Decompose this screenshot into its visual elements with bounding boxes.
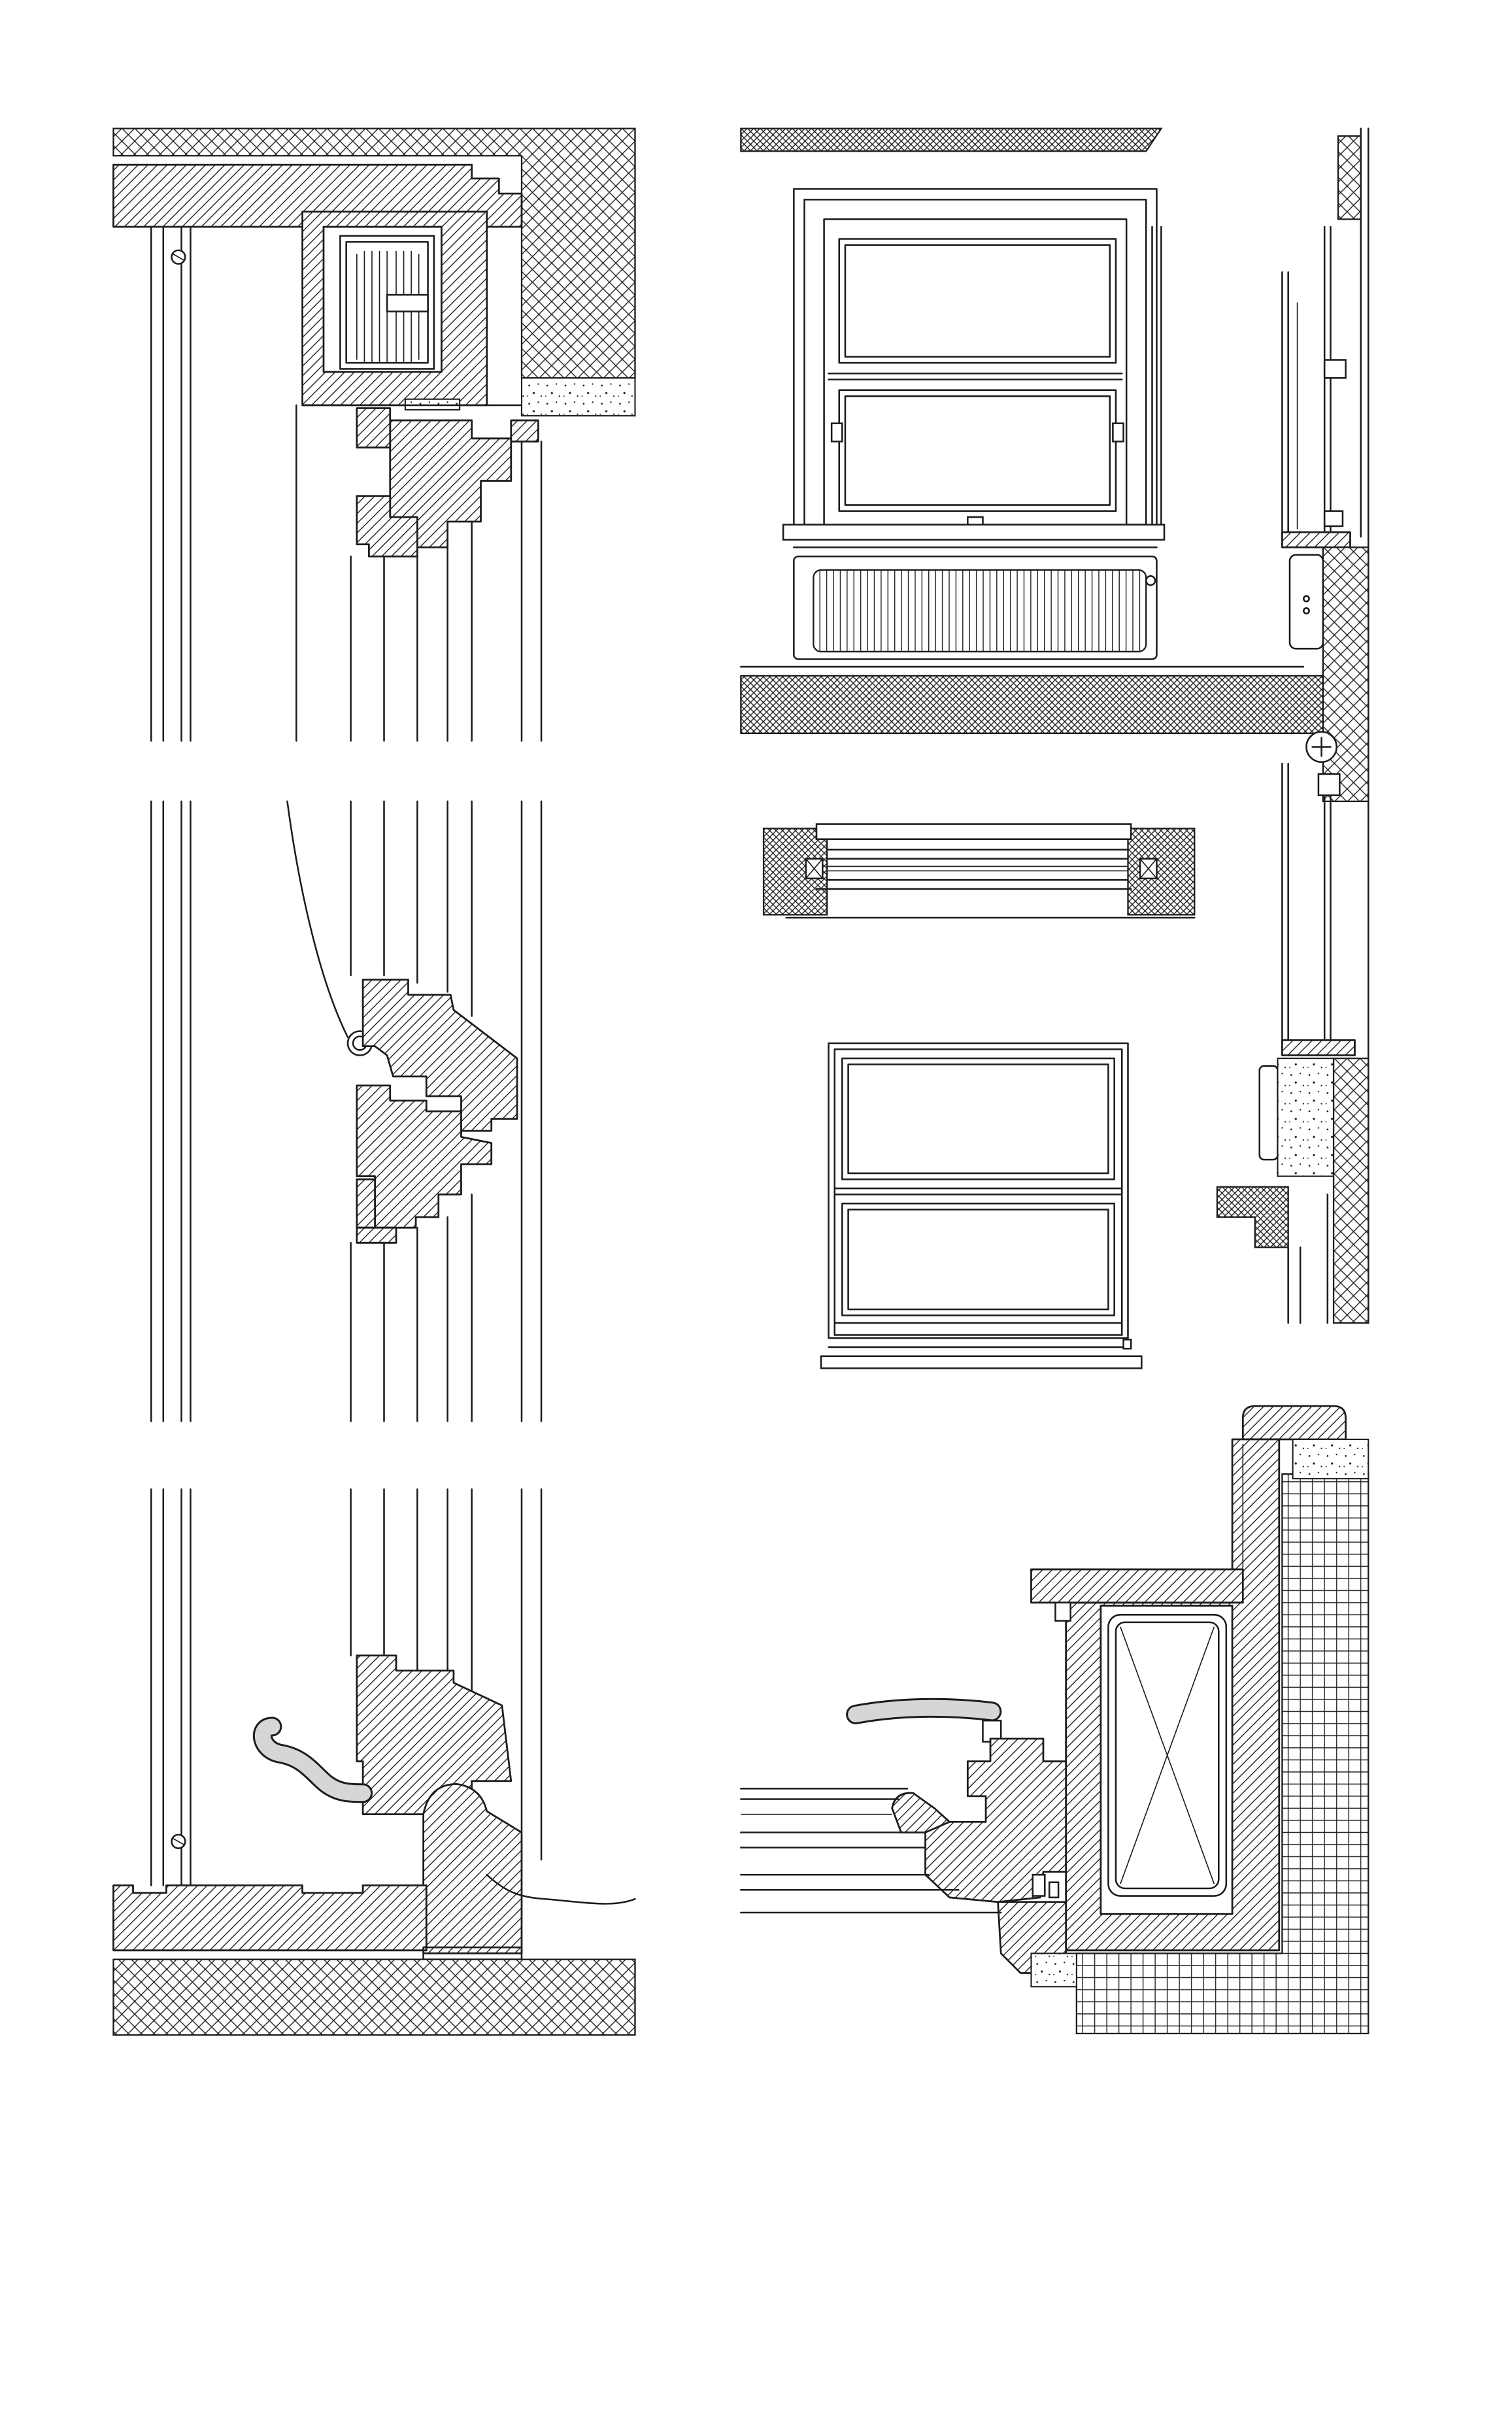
glazing-bead — [891, 1792, 950, 1833]
mortar-patch — [1030, 1952, 1077, 1988]
lower-window-frame-outer — [828, 1042, 1129, 1339]
weight-box-left-icon — [805, 858, 824, 880]
head-board — [1030, 1568, 1244, 1604]
hinge-block — [1032, 1873, 1046, 1897]
plan-wall-right — [1127, 828, 1196, 916]
window-casing-outer — [793, 188, 1158, 530]
pipe-icon — [1305, 731, 1337, 763]
lower-window-bottom-rail — [833, 1322, 1123, 1336]
window-stool — [782, 524, 1166, 541]
radiator-valve-icon — [1145, 575, 1156, 586]
casement-handle-icon — [846, 1698, 1002, 1743]
sash-pulley — [356, 250, 429, 363]
plaster-strip — [520, 377, 636, 417]
sill-slope-line — [486, 1873, 636, 1905]
frame-sash-lift — [1323, 510, 1344, 527]
screw-slot — [173, 1837, 184, 1845]
stool-section — [1281, 531, 1351, 548]
upper-pane-outer — [838, 238, 1117, 364]
plaster-cap — [1292, 1438, 1369, 1480]
lower-window-catch — [1122, 1339, 1132, 1350]
radiator-plug-icon — [1302, 595, 1310, 603]
lower-sash-bottom-rail — [356, 1654, 512, 1816]
handle-body — [848, 1699, 1000, 1723]
section-sill-detail — [112, 1488, 636, 2036]
radiator-plug-icon — [1302, 607, 1310, 614]
wall-masonry-lower — [1332, 1057, 1369, 1324]
weight-box-cross — [1139, 858, 1158, 879]
weather-bar — [422, 1782, 523, 1954]
sash-lift-right — [1112, 422, 1124, 443]
pulley-band — [386, 293, 429, 312]
head-stop-bead — [510, 419, 539, 443]
section-head-detail — [112, 127, 636, 742]
pulley-stile — [301, 210, 488, 407]
window-plan-section — [762, 823, 1196, 919]
frame-head-block — [1317, 773, 1341, 796]
section-meeting-rail-detail — [150, 800, 543, 1422]
window-elevation-lower — [820, 1042, 1143, 1369]
radiator-fins — [813, 569, 1147, 653]
screw-icon — [171, 249, 186, 265]
parting-bead-top — [356, 407, 392, 449]
sash-stile-profile — [924, 1737, 1067, 1903]
sill-jamb-lines — [150, 1488, 543, 1886]
jamb-weight-box-detail — [740, 1405, 1369, 2035]
head-board-clip — [1054, 1601, 1071, 1622]
upper-pane-inner — [844, 244, 1111, 358]
hinge-pin — [1048, 1881, 1060, 1899]
radiator-section — [1288, 554, 1324, 650]
lower-window-upper-pane-inner — [847, 1063, 1109, 1175]
sash-lift-left — [830, 422, 843, 443]
weight-box-inner — [1115, 1621, 1220, 1890]
head-jamb-lines — [150, 226, 543, 742]
weight-box-cross — [1120, 1626, 1215, 1884]
lower-pane-outer — [838, 389, 1117, 512]
screw-icon — [171, 1833, 186, 1849]
meeting-rail-bead — [356, 1178, 377, 1229]
floor-slab — [740, 675, 1324, 735]
radiator — [793, 555, 1158, 660]
lower-window-lower-pane-outer — [841, 1202, 1115, 1316]
wall-plaster-lower — [1277, 1058, 1335, 1177]
sash-cord — [286, 800, 349, 1039]
radiator-side-lower — [1258, 1065, 1279, 1161]
handle-body — [254, 1718, 371, 1801]
frame-sash-lift — [1323, 359, 1347, 379]
weight-box-right-icon — [1139, 858, 1158, 880]
meeting-rail-tip — [356, 1226, 397, 1244]
masonry-floor — [112, 1958, 636, 2036]
lower-window-upper-pane-outer — [841, 1057, 1115, 1180]
sash-handle-icon — [252, 1716, 373, 1803]
glass-and-sash-lines — [740, 1788, 1002, 1914]
wall-masonry-upper — [1322, 546, 1369, 803]
floor-slab-lower — [1216, 1186, 1289, 1248]
weight-box-cross — [805, 858, 823, 879]
ceiling-strip — [740, 127, 1163, 152]
sash-weight-box-icon — [1107, 1614, 1228, 1897]
lower-pane-inner — [844, 395, 1111, 506]
plan-head — [815, 823, 1132, 841]
wall-top-block — [1337, 135, 1362, 220]
lower-window-lower-pane-inner — [847, 1209, 1109, 1311]
lower-window-frame-inner — [833, 1048, 1123, 1333]
wall-section-vertical — [1216, 127, 1369, 1324]
upper-sash-meeting-rail — [361, 979, 518, 1132]
stool-section-lower — [1281, 1039, 1356, 1056]
meeting-rail-jamb-lines — [150, 800, 543, 1422]
lower-window-sill — [820, 1355, 1143, 1369]
window-elevation-upper — [740, 127, 1324, 735]
window-sill-board — [112, 1884, 428, 1952]
screw-slot — [173, 253, 184, 261]
coping-stone — [1241, 1405, 1347, 1441]
